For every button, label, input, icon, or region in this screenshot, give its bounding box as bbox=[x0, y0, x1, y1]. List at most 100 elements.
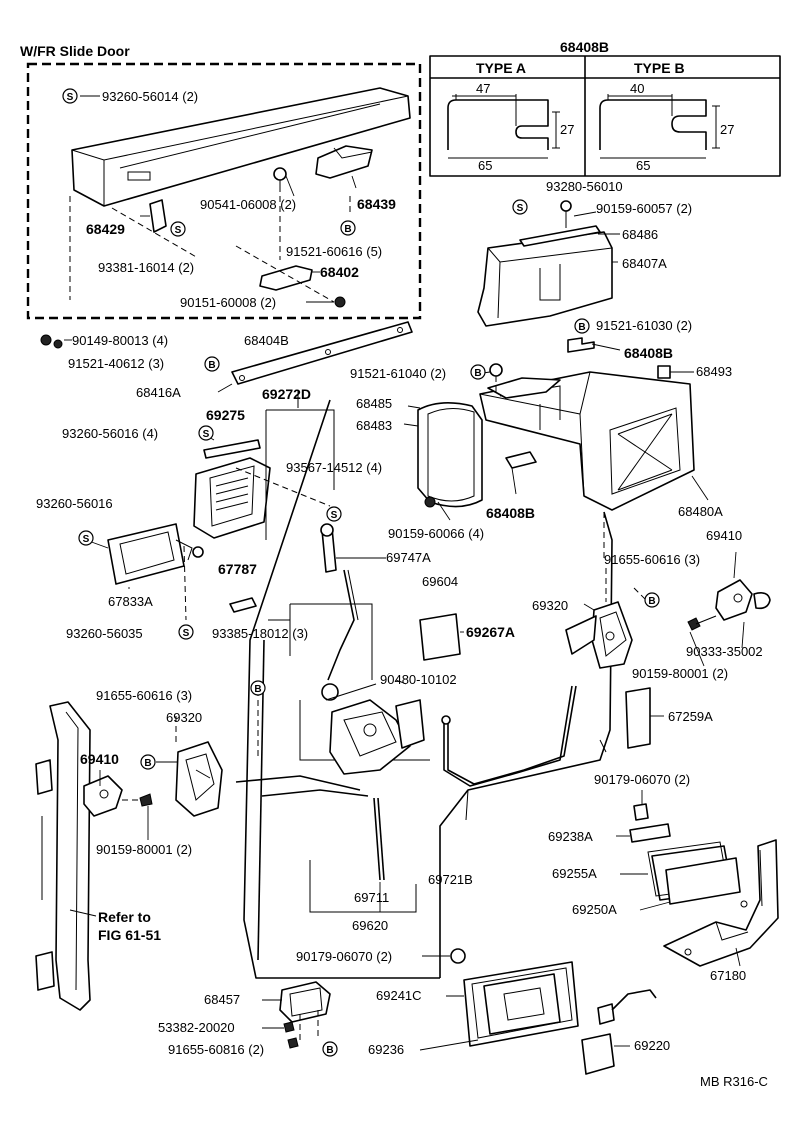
striker-69410-left bbox=[83, 775, 123, 817]
label-93381-16014: 93381-16014 (2) bbox=[98, 260, 194, 275]
spacer-type-table: 68408B TYPE A TYPE B 47 27 65 40 27 65 bbox=[429, 39, 781, 177]
bracket-68439 bbox=[315, 145, 373, 179]
label-90149-80013: 90149-80013 (4) bbox=[72, 333, 168, 348]
label-69267A: 69267A bbox=[466, 624, 515, 640]
label-90159-60057: 90159-60057 (2) bbox=[596, 201, 692, 216]
label-91655-60616-right: 91655-60616 (3) bbox=[604, 552, 700, 567]
label-91655-60616-left: 91655-60616 (3) bbox=[96, 688, 192, 703]
bracket-68402 bbox=[259, 265, 313, 291]
callout-symbol bbox=[574, 318, 590, 334]
label-90159-80001-right: 90159-80001 (2) bbox=[632, 666, 728, 681]
refer-to-line2: FIG 61-51 bbox=[98, 927, 161, 943]
label-69410-right: 69410 bbox=[706, 528, 742, 543]
cover-68407A bbox=[477, 231, 613, 327]
label-68480A: 68480A bbox=[678, 504, 723, 519]
bracket-68480A bbox=[479, 371, 695, 511]
label-91521-61040: 91521-61040 (2) bbox=[350, 366, 446, 381]
type-b-header: TYPE B bbox=[634, 60, 685, 76]
callout-symbol bbox=[204, 356, 220, 372]
callout-symbol-letter: B bbox=[326, 1045, 333, 1056]
lower-right-parts bbox=[616, 790, 779, 967]
hinge-68457 bbox=[279, 981, 331, 1023]
label-68429: 68429 bbox=[86, 221, 125, 237]
callout-symbol-letter: S bbox=[331, 510, 338, 521]
label-69721B: 69721B bbox=[428, 872, 473, 887]
latch-69320-right bbox=[591, 601, 633, 669]
callout-symbol-letter: B bbox=[648, 596, 655, 607]
label-90179-06070-bottom: 90179-06070 (2) bbox=[296, 949, 392, 964]
label-68407A: 68407A bbox=[622, 256, 667, 271]
label-93260-56014: 93260-56014 (2) bbox=[102, 89, 198, 104]
callout-symbol bbox=[322, 1041, 338, 1057]
label-69747A: 69747A bbox=[386, 550, 431, 565]
label-93385-18012: 93385-18012 (3) bbox=[212, 626, 308, 641]
type-a-dim-top: 47 bbox=[476, 81, 490, 96]
latch-69320-left bbox=[175, 741, 223, 817]
clip-68429 bbox=[149, 199, 167, 233]
label-69220: 69220 bbox=[634, 1038, 670, 1053]
label-68408B-center: 68408B bbox=[486, 505, 535, 521]
callout-symbol bbox=[512, 199, 528, 215]
label-91655-60816: 91655-60816 (2) bbox=[168, 1042, 264, 1057]
label-68483: 68483 bbox=[356, 418, 392, 433]
label-91521-61030: 91521-61030 (2) bbox=[596, 318, 692, 333]
label-69410-left: 69410 bbox=[80, 751, 119, 767]
label-69320-right: 69320 bbox=[532, 598, 568, 613]
label-90333-35002: 90333-35002 bbox=[686, 644, 763, 659]
right-latch-group bbox=[419, 551, 771, 749]
label-69241C: 69241C bbox=[376, 988, 422, 1003]
callout-symbol-letter: B bbox=[144, 758, 151, 769]
lower-rail bbox=[40, 321, 413, 393]
label-69711: 69711 bbox=[354, 890, 389, 905]
callout-symbol-letter: S bbox=[83, 534, 90, 545]
callout-symbol bbox=[340, 220, 356, 236]
type-b-shape bbox=[599, 99, 707, 150]
door-panel-outline bbox=[243, 399, 440, 979]
handle-base-67833A bbox=[107, 523, 185, 585]
label-68404B: 68404B bbox=[244, 333, 289, 348]
callout-symbol bbox=[644, 592, 660, 608]
label-68402: 68402 bbox=[320, 264, 359, 280]
left-striker-group bbox=[35, 701, 223, 1011]
type-b-dim-top: 40 bbox=[630, 81, 644, 96]
label-67180: 67180 bbox=[710, 968, 746, 983]
reference-code: MB R316-C bbox=[700, 1074, 768, 1089]
type-a-shape bbox=[447, 99, 549, 150]
label-67787: 67787 bbox=[218, 561, 257, 577]
callout-symbol bbox=[326, 506, 342, 522]
upper-right-parts bbox=[403, 200, 709, 560]
label-67259A: 67259A bbox=[668, 709, 713, 724]
label-69275: 69275 bbox=[206, 407, 245, 423]
label-90159-80001-left: 90159-80001 (2) bbox=[96, 842, 192, 857]
callout-symbol bbox=[250, 680, 266, 696]
callout-symbol-letter: S bbox=[67, 92, 74, 103]
callout-symbol bbox=[140, 754, 156, 770]
label-93260-56016b: 93260-56016 bbox=[36, 496, 113, 511]
type-b-dim-side: 27 bbox=[720, 122, 734, 137]
label-90179-06070-right: 90179-06070 (2) bbox=[594, 772, 690, 787]
callout-symbol-letter: B bbox=[344, 224, 351, 235]
label-68485: 68485 bbox=[356, 396, 392, 411]
callout-symbol-letter: S bbox=[517, 203, 524, 214]
label-69272D: 69272D bbox=[262, 386, 311, 402]
label-93260-56035: 93260-56035 bbox=[66, 626, 143, 641]
label-53382-20020: 53382-20020 bbox=[158, 1020, 235, 1035]
callout-symbol bbox=[78, 530, 94, 546]
label-93260-56016a: 93260-56016 (4) bbox=[62, 426, 158, 441]
bottom-parts bbox=[262, 948, 657, 1075]
refer-to-line1: Refer to bbox=[98, 909, 151, 925]
label-93567-14512: 93567-14512 (4) bbox=[286, 460, 382, 475]
callout-symbol bbox=[62, 88, 78, 104]
inset-title: W/FR Slide Door bbox=[20, 43, 130, 59]
label-69255A: 69255A bbox=[552, 866, 597, 881]
callout-symbol bbox=[178, 624, 194, 640]
label-68416A: 68416A bbox=[136, 385, 181, 400]
lock-parts-left bbox=[85, 390, 335, 621]
label-90159-60066: 90159-60066 (4) bbox=[388, 526, 484, 541]
label-90480-10102: 90480-10102 bbox=[380, 672, 457, 687]
callout-symbol bbox=[170, 221, 186, 237]
callout-symbol bbox=[198, 425, 214, 441]
label-68486: 68486 bbox=[622, 227, 658, 242]
label-69604: 69604 bbox=[422, 574, 458, 589]
